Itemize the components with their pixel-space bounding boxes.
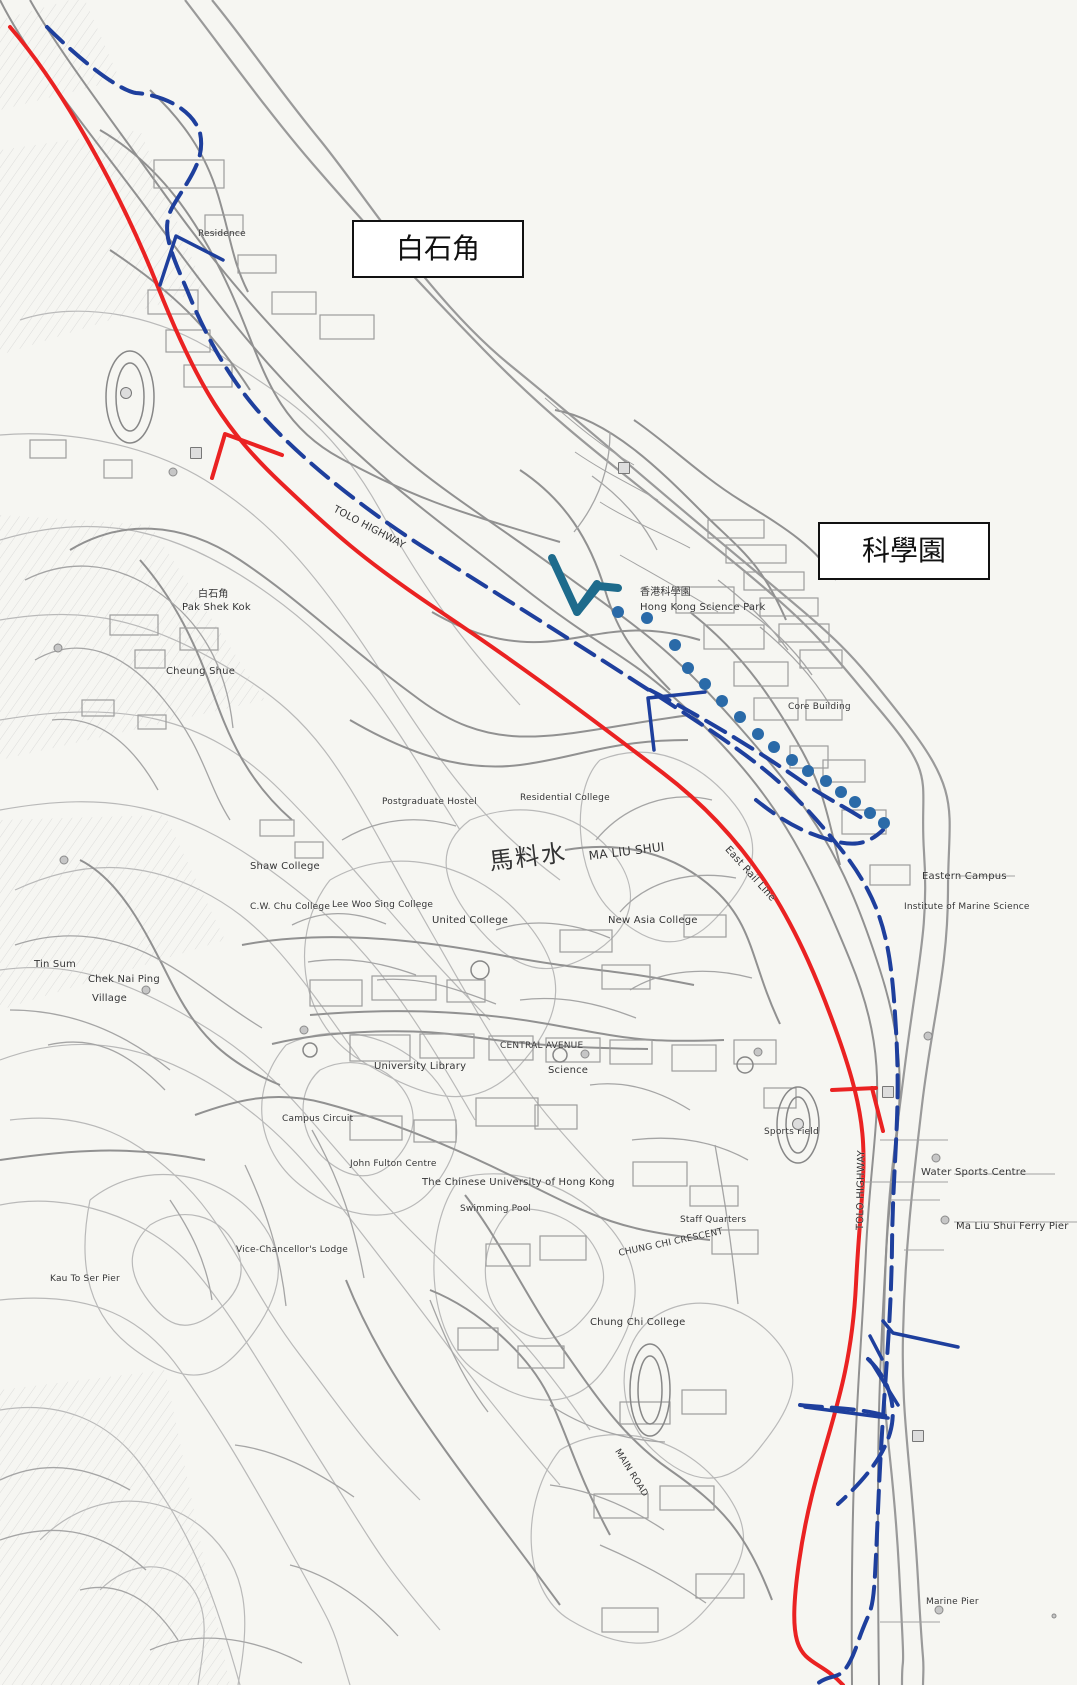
marine-science-label: Institute of Marine Science bbox=[904, 902, 1030, 912]
chung-chi-college-label: Chung Chi College bbox=[590, 1317, 686, 1328]
track-center-icon bbox=[120, 387, 132, 399]
tolo-highway-label-lower: TOLO HIGHWAY bbox=[855, 1150, 868, 1231]
chinese-university-label: The Chinese University of Hong Kong bbox=[422, 1177, 615, 1188]
cw-chu-college-label: C.W. Chu College bbox=[250, 902, 331, 912]
shaw-college-label: Shaw College bbox=[250, 861, 320, 872]
kau-to-ser-pier-label: Kau To Ser Pier bbox=[50, 1274, 120, 1284]
village-label: Village bbox=[92, 993, 127, 1004]
pak-shek-kok-chinese-label: 白石角 bbox=[198, 589, 229, 600]
map-building-icon bbox=[190, 447, 202, 459]
residential-college-label: Residential College bbox=[520, 793, 610, 803]
vice-chancellors-lodge-label: Vice-Chancellor's Lodge bbox=[236, 1245, 349, 1255]
residence-label: Residence bbox=[198, 229, 246, 239]
science-label: Science bbox=[548, 1065, 589, 1076]
building-blocks bbox=[29, 159, 911, 1633]
united-college-label: United College bbox=[432, 915, 509, 926]
marine-pier-label: Marine Pier bbox=[926, 1597, 979, 1607]
secondary-roads bbox=[0, 431, 831, 1664]
campus-circuit-label: Campus Circuit bbox=[282, 1114, 354, 1124]
john-fulton-label: John Fulton Centre bbox=[350, 1159, 437, 1169]
swimming-pool-label: Swimming Pool bbox=[460, 1204, 532, 1214]
map-building-icon bbox=[882, 1086, 894, 1098]
cheung-shue-label: Cheung Shue bbox=[166, 666, 236, 677]
postgraduate-hostel-label: Postgraduate Hostel bbox=[382, 797, 477, 807]
callout-baishijiao: 白石角 bbox=[352, 220, 524, 278]
callout-science-park: 科學園 bbox=[818, 522, 990, 580]
university-library-label: University Library bbox=[374, 1061, 467, 1072]
map-building-icon bbox=[618, 462, 630, 474]
central-avenue-label: CENTRAL AVENUE bbox=[500, 1041, 584, 1051]
map-building-icon bbox=[912, 1430, 924, 1442]
red-route bbox=[8, 25, 885, 1685]
lee-woo-sing-label: Lee Woo Sing College bbox=[332, 900, 434, 910]
pak-shek-kok-english-label: Pak Shek Kok bbox=[182, 602, 251, 613]
track-center-icon bbox=[792, 1118, 804, 1130]
terrain-hatching bbox=[0, 0, 265, 1685]
eastern-campus-label: Eastern Campus bbox=[922, 871, 1007, 882]
blue-arrow bbox=[548, 554, 622, 616]
shore-details bbox=[544, 397, 1077, 1623]
ferry-pier-label: Ma Liu Shui Ferry Pier bbox=[956, 1221, 1069, 1232]
chek-nai-ping-label: Chek Nai Ping bbox=[88, 974, 160, 985]
science-park-chinese-label: 香港科學園 bbox=[640, 587, 691, 598]
ovals-and-tracks bbox=[105, 350, 820, 1437]
tin-sum-label: Tin Sum bbox=[34, 959, 76, 970]
staff-quarters-label: Staff Quarters bbox=[680, 1215, 747, 1225]
sports-field-label: Sports Field bbox=[764, 1127, 819, 1137]
new-asia-college-label: New Asia College bbox=[608, 915, 698, 926]
core-building-label: Core Building bbox=[788, 702, 851, 712]
water-sports-centre-label: Water Sports Centre bbox=[921, 1167, 1027, 1178]
blue-solid-branches bbox=[158, 234, 960, 1420]
blue-dotted-route bbox=[612, 606, 890, 829]
science-park-english-label: Hong Kong Science Park bbox=[640, 602, 766, 613]
